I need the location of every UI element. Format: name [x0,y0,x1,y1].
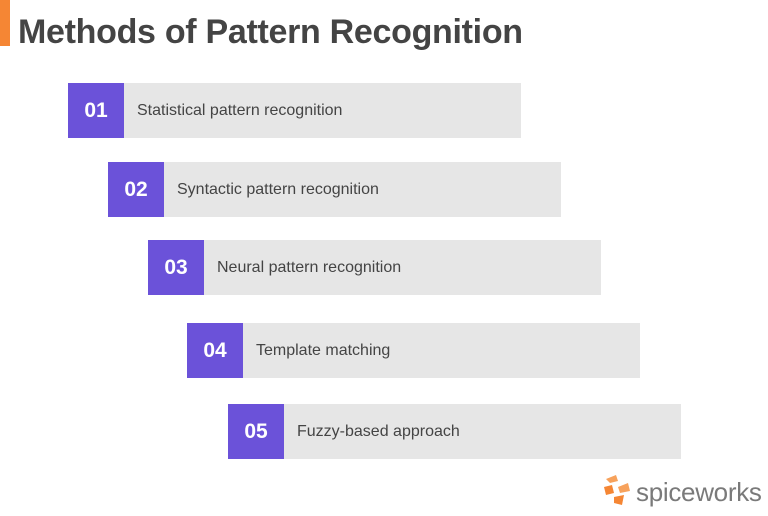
item-number: 05 [228,404,284,459]
item-label: Syntactic pattern recognition [164,162,561,217]
spiceworks-logo-icon [602,473,632,512]
title-accent-bar [0,0,10,46]
method-item-3: 03 Neural pattern recognition [148,240,601,295]
item-label: Neural pattern recognition [204,240,601,295]
method-item-4: 04 Template matching [187,323,640,378]
spiceworks-logo: spiceworks [602,473,762,512]
item-label: Fuzzy-based approach [284,404,681,459]
item-label: Statistical pattern recognition [124,83,521,138]
method-item-2: 02 Syntactic pattern recognition [108,162,561,217]
item-label: Template matching [243,323,640,378]
item-number: 02 [108,162,164,217]
item-number: 03 [148,240,204,295]
method-item-5: 05 Fuzzy-based approach [228,404,681,459]
spiceworks-logo-text: spiceworks [636,477,762,507]
method-item-1: 01 Statistical pattern recognition [68,83,521,138]
item-number: 04 [187,323,243,378]
item-number: 01 [68,83,124,138]
page-title: Methods of Pattern Recognition [18,13,523,51]
